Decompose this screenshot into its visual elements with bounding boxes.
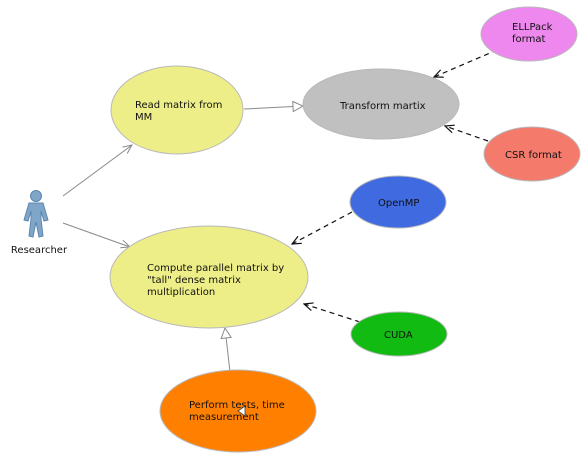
actor-head — [30, 190, 42, 202]
dependency-cuda-compute — [304, 304, 361, 323]
use-case-openmp-line-1: OpenMP — [378, 198, 419, 209]
use-case-openmp[interactable]: OpenMP — [349, 175, 447, 229]
use-case-transform-line-1: Transform martix — [339, 101, 426, 112]
use-case-cuda[interactable]: CUDA — [350, 311, 448, 357]
use-case-openmp-label: OpenMP — [378, 198, 419, 209]
use-case-perform-label: Perform tests, time measurement — [189, 400, 288, 423]
use-case-cuda-line-1: CUDA — [384, 330, 413, 341]
use-case-transform-label: Transform martix — [339, 101, 426, 112]
use-case-transform-shape — [302, 68, 460, 140]
use-case-ellpack-line-1: ELLPack — [512, 22, 553, 33]
use-case-perform-tests[interactable]: Perform tests, time measurement — [159, 369, 317, 453]
use-case-read-line-2: MM — [135, 112, 152, 123]
use-case-transform-matrix[interactable]: Transform martix — [302, 68, 460, 140]
use-case-perform-line-2: measurement — [189, 412, 259, 423]
use-case-compute-line-3: multiplication — [147, 287, 215, 298]
dependency-ellpack-transform — [434, 49, 498, 77]
use-case-csr-line-1: CSR format — [505, 150, 562, 161]
use-case-csr-label: CSR format — [505, 150, 562, 161]
generalization-perform-compute — [225, 328, 230, 373]
generalization-read-transform — [243, 106, 303, 109]
use-case-cuda-shape — [350, 311, 448, 357]
actor-body — [23, 202, 49, 238]
use-case-read-shape — [110, 65, 244, 155]
use-case-ellpack[interactable]: ELLPack format — [480, 6, 578, 62]
use-case-read-matrix[interactable]: Read matrix from MM — [110, 65, 244, 155]
actor-label: Researcher — [11, 245, 68, 256]
use-case-openmp-shape — [349, 175, 447, 229]
use-case-compute-line-1: Compute parallel matrix by — [147, 263, 284, 274]
use-case-compute-line-2: "tall" dense matrix — [147, 275, 241, 286]
use-case-perform-line-1: Perform tests, time — [189, 400, 285, 411]
use-case-cuda-label: CUDA — [384, 330, 413, 341]
use-case-ellpack-shape — [480, 6, 578, 62]
actor-researcher[interactable]: Researcher — [11, 190, 68, 257]
use-case-ellpack-label: ELLPack format — [512, 22, 556, 45]
use-case-csr-shape — [483, 126, 581, 182]
use-case-compute-shape — [109, 225, 309, 329]
association-actor-compute — [62, 222, 130, 247]
dependency-openmp-compute — [292, 211, 353, 244]
use-case-read-line-1: Read matrix from — [135, 100, 222, 111]
use-case-csr[interactable]: CSR format — [483, 126, 581, 182]
use-case-compute[interactable]: Compute parallel matrix by "tall" dense … — [109, 225, 309, 329]
person-icon — [23, 190, 49, 238]
mouse-cursor-icon — [237, 405, 246, 417]
relations — [62, 49, 498, 373]
use-case-read-label: Read matrix from MM — [135, 100, 226, 123]
use-case-ellpack-line-2: format — [512, 34, 545, 45]
use-case-compute-label: Compute parallel matrix by "tall" dense … — [147, 263, 287, 298]
dependency-csr-transform — [445, 126, 489, 142]
association-actor-read — [62, 145, 132, 197]
